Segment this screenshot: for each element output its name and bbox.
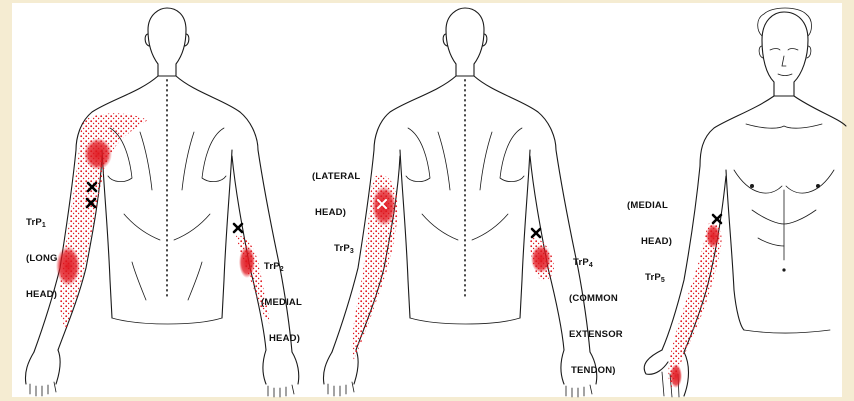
torso-outline: [102, 150, 112, 318]
shoulder-outline: [700, 96, 774, 166]
head-outline: [762, 12, 808, 96]
trp1-label: TrP1 (LONG HEAD): [26, 193, 58, 325]
trp2-label: TrP2 (MEDIAL HEAD): [261, 237, 302, 369]
trp2-marker: [234, 224, 242, 232]
figure-front-right: [644, 8, 846, 397]
trp4-label: TrP4 (COMMON EXTENSOR TENDON): [569, 233, 623, 401]
figure-back-middle: [323, 8, 596, 397]
torso-outline: [726, 170, 744, 330]
head-outline: [148, 8, 186, 76]
left-hand: [25, 350, 60, 384]
trp4-marker: [532, 229, 540, 237]
head-outline: [446, 8, 484, 76]
trp1-referral-zone-shoulder: [84, 138, 112, 170]
trp5-referral-zone-hand: [670, 364, 682, 388]
trp2-referral-zone: [239, 246, 255, 278]
trp5-label: (MEDIAL HEAD) TrP5: [627, 176, 672, 308]
trp5-referral-zone: [706, 224, 720, 248]
trp3-label: (LATERAL HEAD) TrP3: [312, 147, 360, 279]
trp5-marker: [713, 215, 721, 223]
figure-back-left: [25, 8, 298, 397]
trp4-referral-zone: [531, 245, 551, 273]
trp1-referral-zone-elbow: [56, 246, 80, 286]
